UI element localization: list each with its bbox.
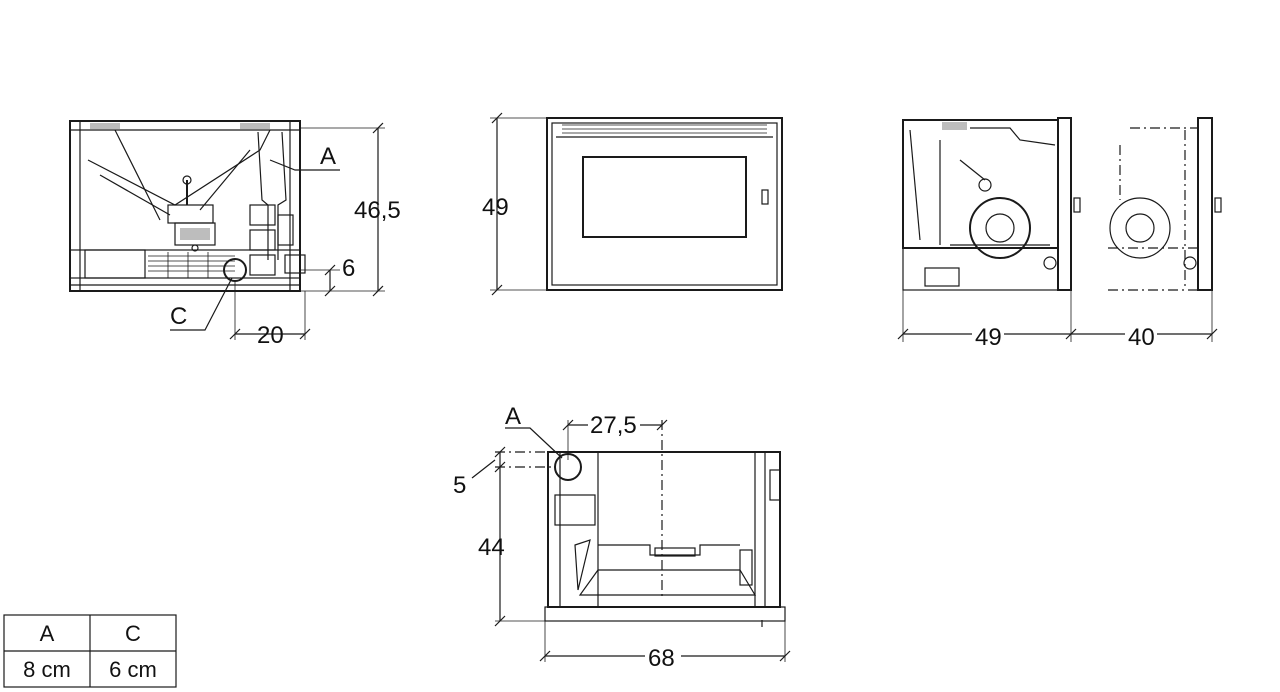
table-value-a: 8 cm — [23, 657, 71, 682]
top-width-dim: 68 — [648, 645, 675, 672]
outlet-c-circle — [223, 258, 247, 282]
front-offset-dim: 6 — [342, 255, 355, 282]
grill-slats — [148, 252, 235, 278]
front-label-c: C — [170, 303, 187, 330]
top-view — [471, 419, 791, 662]
front-height-dim: 46,5 — [354, 197, 401, 224]
side-depth-dim: 49 — [975, 324, 1002, 351]
side-view — [897, 117, 1222, 342]
table-value-c: 6 cm — [109, 657, 157, 682]
legend-table — [3, 614, 177, 688]
front-view — [69, 120, 385, 340]
top-depth-dim: 44 — [478, 534, 505, 561]
front-label-a: A — [320, 143, 336, 170]
top-offset-x-dim: 27,5 — [590, 412, 637, 439]
face-view — [490, 112, 783, 296]
glass-window — [582, 156, 747, 238]
front-width-dim: 20 — [257, 322, 284, 349]
table-header-a: A — [40, 621, 55, 646]
fan-circle — [969, 197, 1031, 259]
top-offset-y-dim: 5 — [453, 472, 466, 499]
face-height-dim: 49 — [482, 194, 509, 221]
table-header-c: C — [125, 621, 141, 646]
side-extra-dim: 40 — [1128, 324, 1155, 351]
top-label-a: A — [505, 403, 521, 430]
